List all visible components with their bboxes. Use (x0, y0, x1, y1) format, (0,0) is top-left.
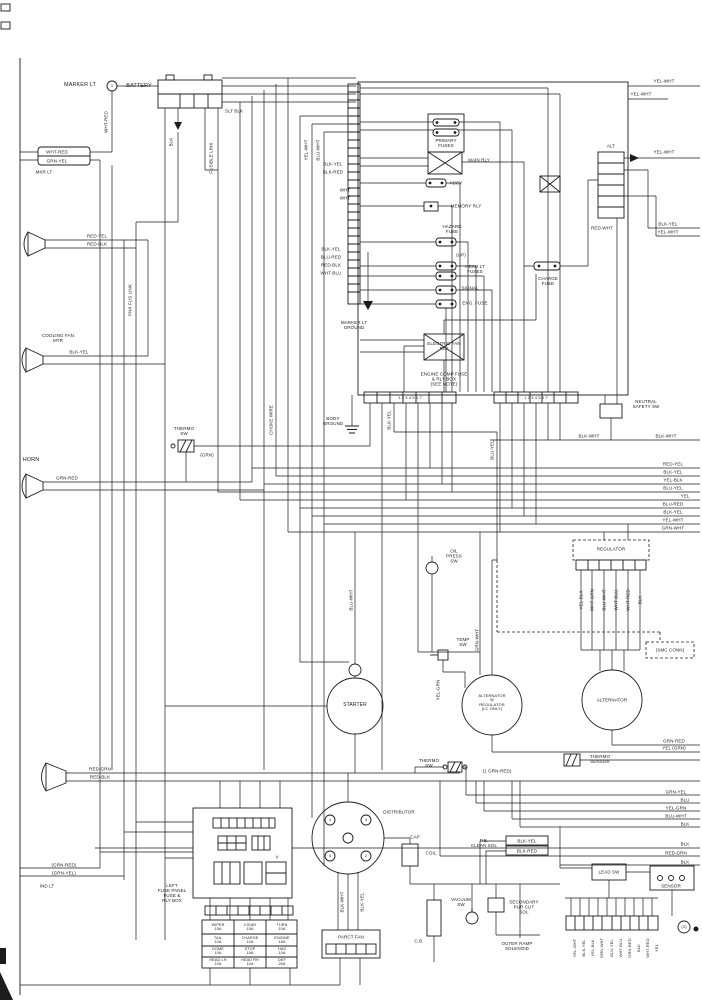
wires (20, 77, 700, 986)
connector-2-circle (677, 920, 691, 934)
distributor-circle (311, 801, 385, 875)
sensor-box (649, 865, 695, 891)
wire-callout-box-2 (505, 845, 549, 856)
left-fuse-panel-box (192, 807, 293, 899)
accy-fuse (425, 178, 447, 188)
parct-fan-box (321, 929, 381, 959)
edge-mark (0, 21, 11, 30)
wires-top-battery (20, 77, 700, 940)
cooling-fan-symbol (21, 347, 44, 373)
wires-middle-bundle (218, 467, 700, 533)
scan-mark (0, 948, 6, 964)
edge-mark (0, 3, 11, 12)
electric-fan-relay-box (423, 333, 465, 361)
temp-sw-symbol (437, 649, 449, 661)
wire-arrow (630, 154, 639, 162)
hazard-fuse (435, 237, 457, 247)
smc-conn-box (645, 641, 695, 659)
dashed-elements (496, 539, 695, 659)
battery-cells (158, 93, 222, 108)
fuse-symbol (432, 118, 460, 127)
head-lamp-symbol (41, 762, 67, 792)
engine-comp-fuse-box (357, 81, 629, 396)
wires-fusebox-internal (360, 87, 598, 392)
wires-regulator-machines (165, 532, 700, 773)
fuse-symbol (432, 128, 460, 137)
alternator-w-regulator-circle (461, 674, 523, 736)
body-ground-symbol (345, 425, 359, 434)
eng-fuse (435, 299, 457, 309)
signal-fuse (435, 285, 457, 295)
wires-left-components (20, 222, 371, 940)
head-lt-fuse-2 (435, 271, 457, 281)
marker-ground-arrow (363, 301, 373, 310)
battery-terminal (203, 74, 213, 81)
memory-fuse (423, 201, 439, 212)
pur-cut-sol-box (487, 897, 505, 913)
coil-box (401, 843, 419, 867)
battery-terminal (165, 74, 175, 81)
park-lamp-symbol (23, 231, 46, 257)
scan-mark (0, 972, 13, 1000)
lead-sw-box (591, 863, 627, 881)
wire-callout-box-1 (505, 835, 549, 846)
fuse-box-bottom-connector-left (363, 391, 457, 404)
alternator-circle (581, 669, 643, 731)
neutral-safety-sw-box (599, 403, 623, 419)
marker-lt-connector (106, 80, 118, 92)
fuse-box-bottom-connector-right (493, 391, 579, 404)
scan-mark (693, 926, 699, 932)
starter-solenoid-circle (348, 663, 362, 677)
circuit-breaker-box (426, 899, 442, 937)
fuse-table (201, 919, 298, 969)
horn-symbol (21, 473, 44, 499)
relay-box-small (539, 175, 561, 193)
wires-below-fusebox (351, 157, 700, 770)
filled-marks (0, 121, 699, 1000)
vacuum-sw-symbol (465, 911, 479, 925)
fuse-box-left-connector-strip (347, 83, 361, 305)
fusible-link-arrow (174, 122, 182, 130)
charge-fuse (533, 261, 561, 271)
component-shapes (0, 3, 695, 995)
oil-press-sw-symbol (425, 561, 439, 575)
main-relay-box (427, 151, 463, 175)
starter-circle (326, 677, 384, 735)
wires-bottom (20, 759, 700, 986)
head-lt-fuse-1 (435, 261, 457, 271)
regulator-box (572, 539, 650, 561)
wires-center-verticals (239, 78, 356, 866)
